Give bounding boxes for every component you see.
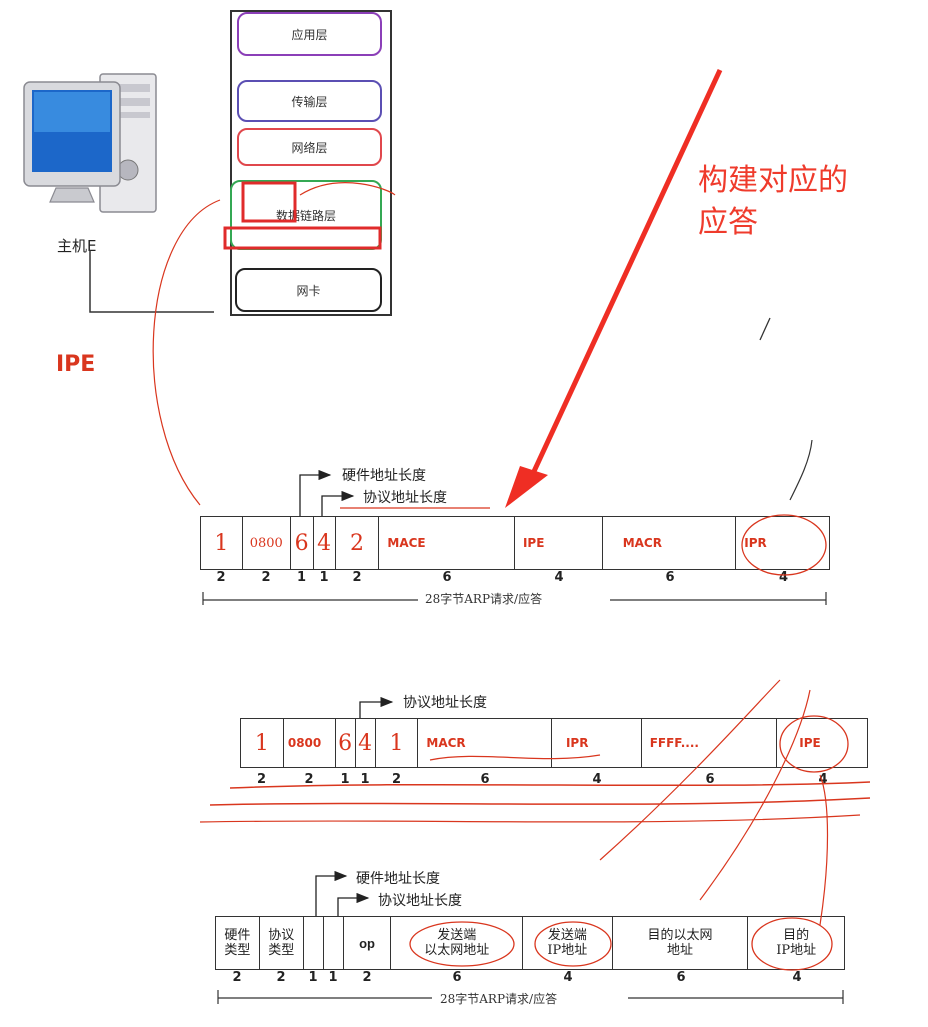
size-label: 1 bbox=[340, 772, 350, 787]
annotation-line-2: 应答 bbox=[698, 205, 758, 240]
field-hw-type: 1 bbox=[201, 517, 243, 569]
size-label: 6 bbox=[442, 570, 452, 585]
red-curve-left bbox=[152, 199, 221, 506]
red-swoop-right bbox=[599, 679, 781, 861]
proto-len-label-1: 协议地址长度 bbox=[363, 490, 447, 506]
size-label: 6 bbox=[676, 970, 686, 985]
size-label: 2 bbox=[232, 970, 242, 985]
field-target-mac: FFFF.... bbox=[642, 719, 778, 767]
field-op: 1 bbox=[376, 719, 419, 767]
dark-stroke-right-2 bbox=[789, 439, 813, 501]
layer-nic-label: 网卡 bbox=[296, 283, 321, 298]
hw-len-pointer-3 bbox=[315, 870, 348, 916]
size-label: 4 bbox=[778, 570, 789, 585]
layer-transport: 传输层 bbox=[237, 80, 382, 122]
size-label: 2 bbox=[391, 772, 402, 787]
field-op: op bbox=[344, 917, 392, 969]
field-sender-mac: MACR bbox=[418, 719, 552, 767]
red-arrow-head bbox=[505, 466, 548, 508]
size-label: 2 bbox=[256, 772, 267, 787]
field-sender-mac: MACE bbox=[379, 517, 515, 569]
arp-request-packet: 1 0800 6 4 1 MACR IPR FFFF.... IPE bbox=[240, 718, 868, 768]
arp-format-packet: 硬件 类型 协议 类型 op 发送端 以太网地址 发送端 IP地址 目的以太网 … bbox=[215, 916, 845, 970]
size-label: 4 bbox=[592, 772, 602, 787]
size-label: 1 bbox=[296, 570, 307, 585]
size-label: 6 bbox=[705, 772, 715, 787]
field-proto-type: 0800 bbox=[284, 719, 336, 767]
layer-network-label: 网络层 bbox=[291, 140, 328, 155]
field-proto-len: 4 bbox=[356, 719, 376, 767]
size-label: 4 bbox=[563, 970, 573, 985]
layer-application-label: 应用层 bbox=[291, 27, 328, 42]
desktop-computer-icon bbox=[23, 73, 157, 213]
layer-datalink-label: 数据链路层 bbox=[275, 208, 336, 223]
size-label: 2 bbox=[362, 970, 372, 985]
field-sender-mac: 发送端 以太网地址 bbox=[391, 917, 524, 969]
field-proto-type: 0800 bbox=[243, 517, 291, 569]
proto-len-label-2: 协议地址长度 bbox=[403, 695, 487, 711]
size-label: 4 bbox=[792, 970, 802, 985]
hw-len-label-3: 硬件地址长度 bbox=[356, 871, 440, 887]
size-label: 1 bbox=[360, 772, 370, 787]
layer-application: 应用层 bbox=[237, 12, 382, 56]
field-proto-len bbox=[324, 917, 344, 969]
red-arrow-shaft bbox=[527, 68, 723, 482]
size-label: 6 bbox=[452, 970, 462, 985]
reply-size-row: 2 2 1 1 2 6 4 6 4 bbox=[200, 570, 830, 585]
arp-reply-packet: 1 0800 6 4 2 MACE IPE MACR IPR bbox=[200, 516, 830, 570]
field-sender-ip: IPR bbox=[552, 719, 642, 767]
annotation-line-1: 构建对应的 bbox=[698, 163, 848, 198]
reply-total-label: 28字节ARP请求/应答 bbox=[425, 592, 543, 606]
dark-stroke-right bbox=[759, 317, 771, 341]
annotation-build-reply: 构建对应的 应答 bbox=[698, 160, 848, 244]
hw-len-pointer bbox=[299, 469, 332, 516]
field-hw-type: 硬件 类型 bbox=[216, 917, 260, 969]
proto-len-pointer bbox=[321, 490, 355, 516]
layer-datalink: 数据链路层 bbox=[230, 180, 382, 250]
field-proto-type: 协议 类型 bbox=[260, 917, 304, 969]
size-label: 2 bbox=[304, 772, 314, 787]
field-target-ip: IPR bbox=[744, 536, 767, 550]
proto-len-label-3: 协议地址长度 bbox=[378, 893, 462, 909]
hw-len-label-1: 硬件地址长度 bbox=[342, 468, 426, 484]
size-label: 2 bbox=[352, 570, 362, 585]
field-target-mac: MACR bbox=[603, 517, 737, 569]
field-op: 2 bbox=[336, 517, 380, 569]
field-target-ip: IPE bbox=[799, 736, 821, 750]
field-sender-ip: 发送端 IP地址 bbox=[523, 917, 613, 969]
field-hw-len: 6 bbox=[336, 719, 356, 767]
protocol-stack bbox=[230, 10, 392, 316]
layer-network: 网络层 bbox=[237, 128, 382, 166]
layer-nic: 网卡 bbox=[235, 268, 382, 312]
format-size-row: 2 2 1 1 2 6 4 6 4 bbox=[215, 970, 845, 985]
field-sender-ip: IPE bbox=[515, 517, 603, 569]
size-label: 1 bbox=[308, 970, 318, 985]
field-target-ip: 目的 IP地址 bbox=[776, 928, 817, 958]
field-hw-len: 6 bbox=[291, 517, 314, 569]
field-hw-len bbox=[304, 917, 324, 969]
size-label: 6 bbox=[480, 772, 490, 787]
size-label: 1 bbox=[328, 970, 338, 985]
host-label: 主机E bbox=[57, 237, 97, 255]
size-label: 4 bbox=[554, 570, 564, 585]
red-connector-ipe bbox=[819, 774, 829, 926]
red-line-under-req-2 bbox=[209, 797, 871, 806]
size-label: 1 bbox=[319, 570, 329, 585]
field-hw-type: 1 bbox=[241, 719, 284, 767]
ipe-tag: IPE bbox=[56, 352, 96, 377]
request-size-row: 2 2 1 1 2 6 4 6 4 bbox=[240, 772, 868, 787]
proto-len-pointer-3 bbox=[337, 892, 370, 916]
size-label: 6 bbox=[665, 570, 675, 585]
layer-transport-label: 传输层 bbox=[291, 94, 328, 109]
format-total-label: 28字节ARP请求/应答 bbox=[440, 992, 558, 1006]
size-label: 4 bbox=[818, 772, 828, 787]
field-proto-len: 4 bbox=[314, 517, 336, 569]
size-label: 2 bbox=[216, 570, 226, 585]
size-label: 2 bbox=[261, 570, 271, 585]
red-line-under-req-3 bbox=[199, 814, 861, 823]
proto-len-pointer-2 bbox=[359, 696, 394, 718]
field-target-mac: 目的以太网 地址 bbox=[613, 917, 749, 969]
size-label: 2 bbox=[276, 970, 286, 985]
host-connector-line bbox=[89, 250, 214, 313]
